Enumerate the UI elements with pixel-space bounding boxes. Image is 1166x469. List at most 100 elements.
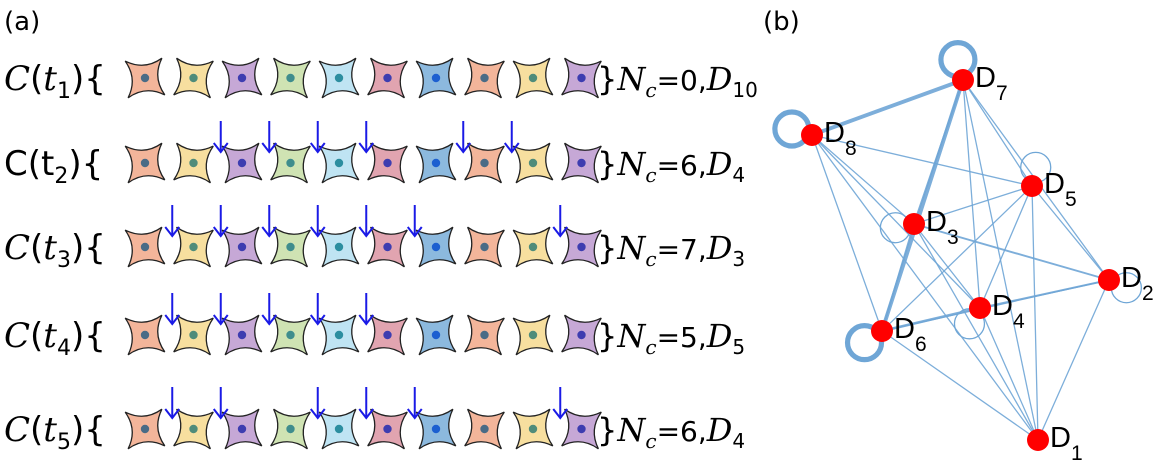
cell-nucleus bbox=[383, 424, 392, 434]
cell bbox=[415, 226, 457, 268]
cell bbox=[173, 314, 214, 356]
node-marker bbox=[969, 297, 991, 319]
network-edge bbox=[811, 134, 1033, 187]
cell-nucleus bbox=[140, 73, 150, 83]
network-node: D1 bbox=[1027, 422, 1083, 465]
node-letter: D bbox=[824, 117, 845, 149]
cell bbox=[512, 57, 554, 99]
cell bbox=[124, 408, 166, 450]
cell bbox=[561, 57, 602, 99]
network-edge bbox=[913, 223, 1039, 441]
cell bbox=[270, 57, 311, 99]
node-label: D3 bbox=[926, 206, 959, 249]
cell bbox=[464, 142, 505, 184]
cell-nucleus bbox=[237, 158, 247, 168]
network-edge bbox=[880, 306, 982, 333]
cell-nucleus bbox=[431, 73, 441, 83]
cell bbox=[561, 408, 602, 450]
node-subscript: 3 bbox=[947, 226, 959, 249]
open-paren: ( bbox=[28, 144, 41, 184]
gap-arrow bbox=[503, 121, 520, 154]
configuration-label: C(t1){ bbox=[4, 59, 106, 104]
cell bbox=[270, 408, 311, 450]
node-letter: D bbox=[894, 313, 915, 345]
gap-arrow bbox=[261, 205, 278, 238]
network-node: D4 bbox=[969, 290, 1025, 333]
cell bbox=[270, 226, 311, 268]
arrow-head bbox=[261, 314, 278, 326]
cell bbox=[173, 226, 214, 268]
close-brace: } bbox=[597, 229, 617, 267]
arrow-head bbox=[406, 226, 423, 238]
degree-subscript: 3 bbox=[732, 247, 745, 271]
node-marker bbox=[1021, 175, 1043, 197]
arrow-head bbox=[261, 142, 278, 154]
close-brace: } bbox=[597, 411, 617, 449]
node-letter: D bbox=[1044, 168, 1065, 200]
self-loop bbox=[844, 323, 885, 363]
config-time-subscript: 4 bbox=[57, 336, 71, 361]
cell-nucleus bbox=[383, 73, 392, 83]
configuration-row: C(t1){ }Nc=0,D10 bbox=[4, 57, 758, 104]
node-marker bbox=[952, 69, 974, 91]
cell bbox=[415, 408, 457, 450]
cell-nucleus bbox=[431, 330, 441, 340]
cell-nucleus bbox=[528, 424, 538, 434]
open-brace: { bbox=[82, 144, 104, 184]
nc-value: =7, bbox=[657, 233, 707, 266]
cell-nucleus bbox=[189, 242, 198, 252]
network-edge bbox=[811, 134, 883, 332]
cell-nucleus bbox=[431, 242, 441, 252]
configuration-label: C(t3){ bbox=[4, 228, 106, 273]
cell bbox=[512, 314, 554, 356]
cell bbox=[512, 408, 554, 450]
gap-arrow bbox=[552, 205, 569, 238]
arrow-head bbox=[212, 314, 229, 326]
cell-nucleus bbox=[189, 158, 198, 168]
network-edge bbox=[811, 134, 981, 309]
nc-value: =5, bbox=[657, 321, 707, 354]
cell bbox=[318, 408, 360, 450]
cell-nucleus bbox=[140, 242, 150, 252]
cell-nucleus bbox=[189, 73, 198, 83]
nc-symbol: N bbox=[616, 317, 646, 355]
network-node: D6 bbox=[871, 313, 927, 356]
node-label: D2 bbox=[1121, 262, 1154, 305]
cell-nucleus bbox=[577, 424, 586, 434]
cell bbox=[464, 57, 505, 99]
arrow-head bbox=[212, 408, 229, 420]
network-edge bbox=[811, 134, 1039, 441]
cell bbox=[270, 314, 311, 356]
network-edge bbox=[881, 223, 915, 332]
config-letter-c: C bbox=[4, 144, 28, 184]
cell bbox=[221, 314, 263, 356]
configuration-row: C(t5){}Nc=6,D4 bbox=[4, 387, 745, 455]
network-node: D8 bbox=[801, 117, 857, 160]
cell-nucleus bbox=[480, 242, 489, 252]
arrow-head bbox=[164, 314, 181, 326]
gap-arrow bbox=[455, 121, 472, 154]
cell-nucleus bbox=[286, 158, 295, 168]
cell bbox=[367, 314, 408, 356]
close-paren: ) bbox=[71, 410, 84, 450]
cell-nucleus bbox=[431, 424, 441, 434]
cell-nucleus bbox=[237, 330, 247, 340]
cell-nucleus bbox=[528, 73, 538, 83]
config-time-subscript: 3 bbox=[57, 248, 71, 273]
cell bbox=[367, 57, 408, 99]
network-edge bbox=[811, 134, 915, 225]
cell bbox=[512, 142, 554, 184]
node-subscript: 7 bbox=[996, 82, 1008, 105]
arrow-head bbox=[309, 314, 326, 326]
close-brace: } bbox=[597, 145, 617, 183]
open-brace: { bbox=[84, 410, 106, 450]
arrow-head bbox=[552, 226, 569, 238]
nc-subscript: c bbox=[645, 335, 656, 359]
configuration-row: C(t4){}Nc=5,D5 bbox=[4, 293, 745, 361]
gap-arrow bbox=[358, 293, 375, 326]
network-node: D2 bbox=[1098, 262, 1154, 305]
configuration-stats: }Nc=0,D10 bbox=[597, 60, 758, 102]
open-paren: ( bbox=[30, 316, 43, 356]
gap-arrow bbox=[358, 121, 375, 154]
